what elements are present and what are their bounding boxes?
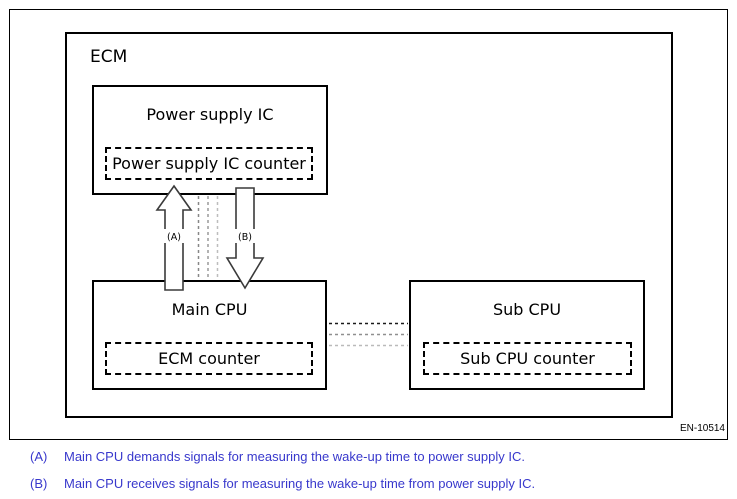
sub-cpu-title: Sub CPU: [492, 300, 562, 319]
power-supply-ic-box: Power supply IC Power supply IC counter: [92, 85, 328, 195]
ecm-box: ECM Power supply IC Power supply IC coun…: [65, 32, 673, 418]
caption-b-text: Main CPU receives signals for measuring …: [64, 475, 536, 491]
power-supply-ic-counter-box: Power supply IC counter: [105, 147, 313, 180]
ecm-counter-box: ECM counter: [105, 342, 313, 375]
sub-cpu-box: Sub CPU Sub CPU counter: [409, 280, 645, 390]
main-cpu-box: Main CPU ECM counter: [92, 280, 327, 390]
caption-a-text: Main CPU demands signals for measuring t…: [64, 449, 525, 464]
sub-cpu-counter-box: Sub CPU counter: [423, 342, 632, 375]
figure-frame: ECM Power supply IC Power supply IC coun…: [9, 9, 728, 440]
caption-line-a: (A) Main CPU demands signals for measuri…: [30, 449, 720, 465]
caption-b-key: (B): [30, 475, 48, 491]
caption-line-b: (B) Main CPU receives signals for measur…: [30, 476, 720, 492]
power-supply-ic-counter-label: Power supply IC counter: [112, 154, 306, 173]
ecm-counter-label: ECM counter: [158, 349, 260, 368]
sub-cpu-counter-label: Sub CPU counter: [460, 349, 595, 368]
main-cpu-title: Main CPU: [171, 300, 248, 319]
power-supply-ic-title: Power supply IC: [146, 105, 274, 124]
ecm-label: ECM: [90, 47, 128, 67]
caption-a-key: (A): [30, 449, 48, 464]
figure-id-label: EN-10514: [679, 423, 725, 434]
caption-list: (A) Main CPU demands signals for measuri…: [30, 449, 720, 499]
